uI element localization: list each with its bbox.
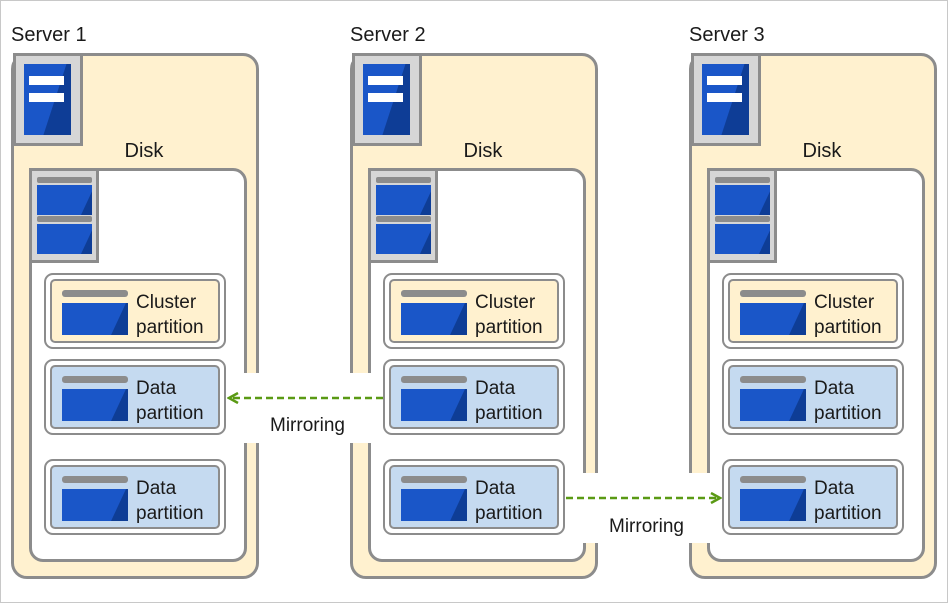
partition-label-line2: partition — [136, 403, 204, 424]
partition-label-line1: Data — [136, 378, 177, 399]
server-2-label: Server 2 — [350, 24, 426, 46]
disk-icon — [715, 216, 770, 254]
partition-label-line2: partition — [136, 317, 204, 338]
disk-icon — [37, 216, 92, 254]
partition-label-line1: Cluster — [136, 292, 197, 313]
server-3-data-partition-1: Data partition — [722, 359, 904, 435]
server-2-icon-frame — [352, 53, 422, 146]
partition-label-line2: partition — [136, 503, 204, 524]
partition-label-line1: Data — [814, 378, 855, 399]
partition-icon — [62, 476, 128, 521]
partition-label-line1: Data — [475, 478, 516, 499]
server-2-cluster-partition: Cluster partition — [383, 273, 565, 349]
partition-label-line1: Data — [136, 478, 177, 499]
server-icon — [24, 64, 71, 135]
partition-icon — [740, 376, 806, 421]
server-2-data-partition-1: Data partition — [383, 359, 565, 435]
server-1-label: Server 1 — [11, 24, 87, 46]
disk-icon — [376, 177, 431, 215]
server-icon — [702, 64, 749, 135]
partition-icon — [401, 476, 467, 521]
partition-label-line2: partition — [814, 403, 882, 424]
disk-icon — [376, 216, 431, 254]
server-3-cluster-partition: Cluster partition — [722, 273, 904, 349]
partition-label-line1: Cluster — [814, 292, 875, 313]
server-1-data-partition-1: Data partition — [44, 359, 226, 435]
partition-icon — [740, 476, 806, 521]
server-icon — [363, 64, 410, 135]
mirror-band-1 — [227, 373, 383, 443]
partition-icon — [401, 376, 467, 421]
partition-label-line2: partition — [814, 503, 882, 524]
partition-icon — [401, 290, 467, 335]
partition-icon — [740, 290, 806, 335]
mirror-band-2 — [566, 473, 722, 543]
server-2-data-partition-2: Data partition — [383, 459, 565, 535]
partition-label-line1: Data — [475, 378, 516, 399]
server-1-disk-label: Disk — [124, 140, 164, 162]
partition-label-line2: partition — [475, 503, 543, 524]
server-3-icon-frame — [691, 53, 761, 146]
server-1-icon-frame — [13, 53, 83, 146]
server-3-label: Server 3 — [689, 24, 765, 46]
mirroring-label-1: Mirroring — [270, 415, 345, 436]
disk-icon — [37, 177, 92, 215]
server-3-disk-icon-frame — [707, 168, 777, 263]
server-3-disk-label: Disk — [802, 140, 842, 162]
partition-label-line2: partition — [475, 403, 543, 424]
server-3-data-partition-2: Data partition — [722, 459, 904, 535]
mirroring-label-2: Mirroring — [609, 516, 684, 537]
partition-icon — [62, 290, 128, 335]
partition-label-line1: Cluster — [475, 292, 536, 313]
server-1-data-partition-2: Data partition — [44, 459, 226, 535]
disk-icon — [715, 177, 770, 215]
partition-label-line2: partition — [814, 317, 882, 338]
partition-label-line1: Data — [814, 478, 855, 499]
partition-label-line2: partition — [475, 317, 543, 338]
server-2-disk-icon-frame — [368, 168, 438, 263]
partition-icon — [62, 376, 128, 421]
server-1-disk-icon-frame — [29, 168, 99, 263]
server-2-disk-label: Disk — [463, 140, 503, 162]
server-1-cluster-partition: Cluster partition — [44, 273, 226, 349]
